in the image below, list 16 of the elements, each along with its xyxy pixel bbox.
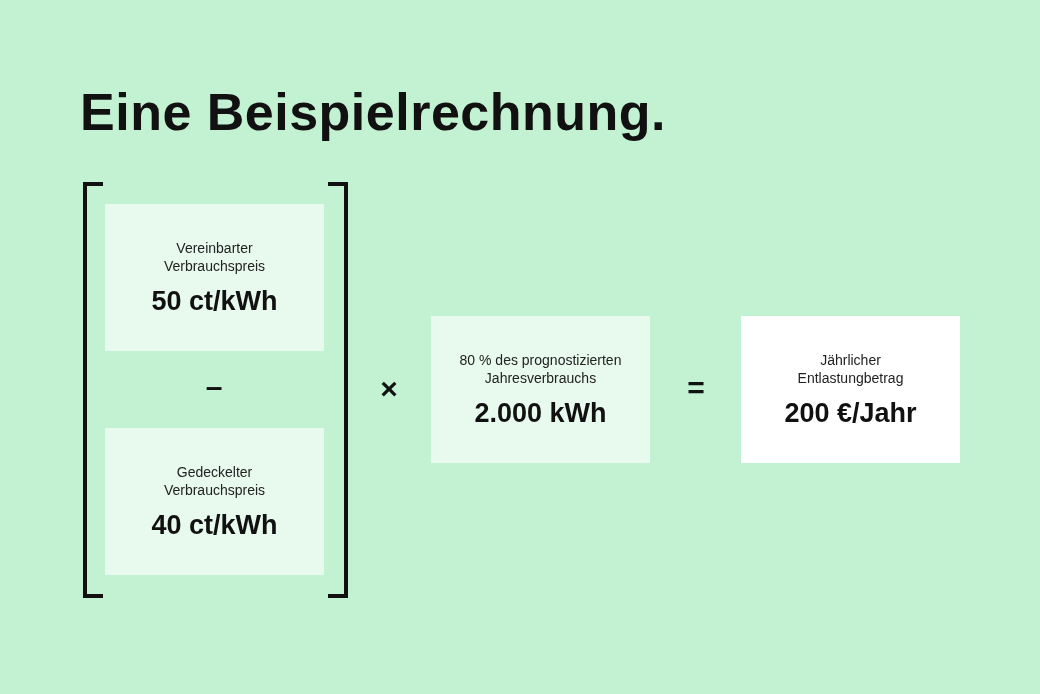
value-card xyxy=(431,316,650,463)
heading: Eine Beispielrechnung. xyxy=(80,84,667,142)
multiply-sign: × xyxy=(379,371,399,407)
minus-sign: – xyxy=(204,369,224,405)
card-label: Vereinbarter Verbrauchspreis xyxy=(162,238,267,275)
card-label: Jährlicher Entlastungbetrag xyxy=(796,350,905,387)
equals-sign: = xyxy=(686,370,706,406)
card-value: 200 €/Jahr xyxy=(784,396,917,429)
card-label: 80 % des prognostizierten Jahresverbrauchs xyxy=(458,350,623,387)
result-card xyxy=(741,316,960,463)
card-label: Gedeckelter Verbrauchspreis xyxy=(162,462,267,499)
value-card xyxy=(105,204,324,351)
value-card xyxy=(105,428,324,575)
card-value: 2.000 kWh xyxy=(474,396,607,429)
card-value: 40 ct/kWh xyxy=(151,508,278,541)
card-value: 50 ct/kWh xyxy=(151,284,278,317)
